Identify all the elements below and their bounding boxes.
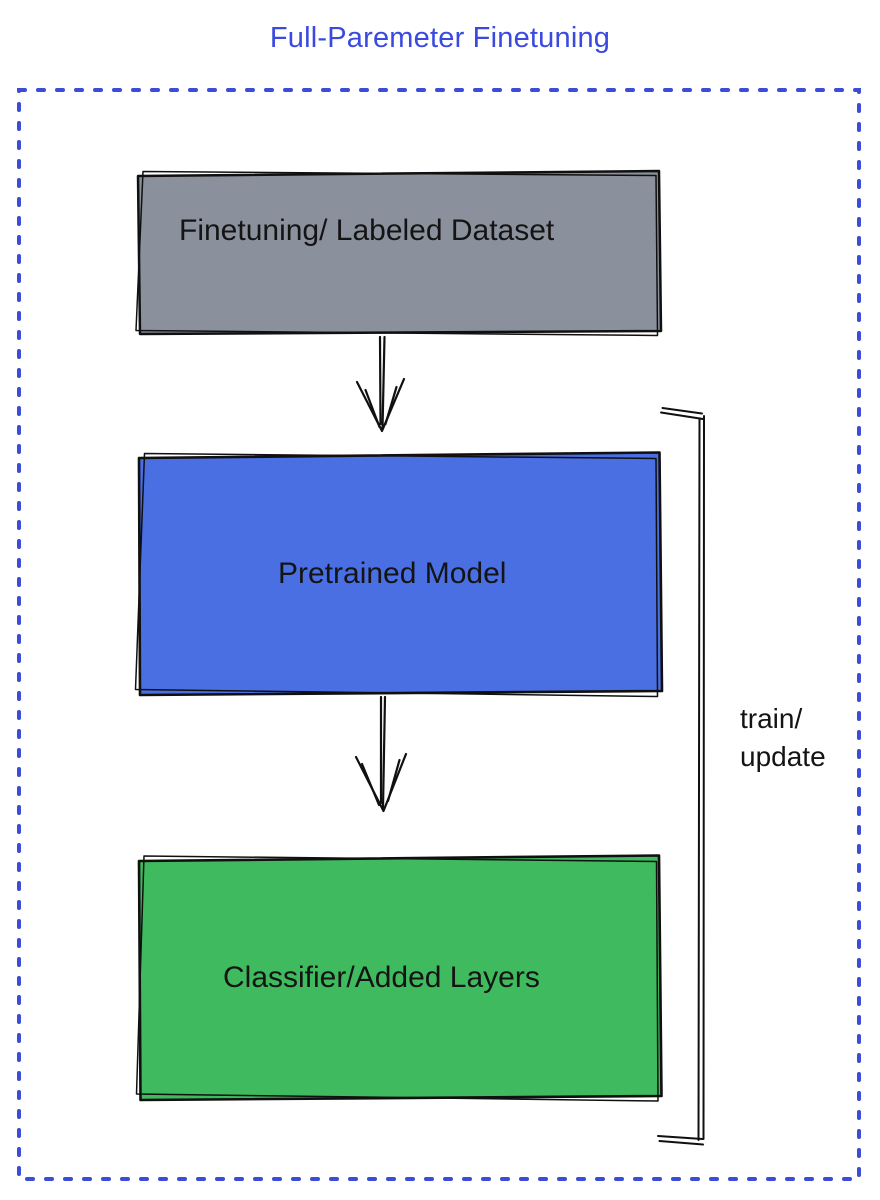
dataset-box-fill — [136, 169, 663, 336]
train-update-label: train/ update — [740, 703, 826, 772]
train-update-bracket — [657, 407, 705, 1146]
pretrained-box — [134, 451, 664, 698]
classifier-box-fill — [137, 854, 663, 1102]
arrow-dataset-to-model-icon — [355, 335, 406, 433]
page-title: Full-Paremeter Finetuning — [269, 22, 611, 54]
dataset-box-label: Finetuning/ Labeled Dataset — [179, 214, 555, 247]
arrow-model-to-classifier-icon — [354, 695, 408, 813]
classifier-box-label: Classifier/Added Layers — [223, 961, 540, 994]
pretrained-box-sketch-line — [134, 452, 659, 698]
classifier-box-sketch-line — [135, 855, 659, 1102]
pretrained-box-label: Pretrained Model — [278, 557, 507, 590]
dataset-box — [135, 169, 663, 337]
diagram-border — [17, 88, 861, 1181]
pretrained-box-fill — [137, 451, 664, 697]
dataset-box-sketch-line — [135, 170, 659, 337]
classifier-box — [135, 854, 663, 1102]
